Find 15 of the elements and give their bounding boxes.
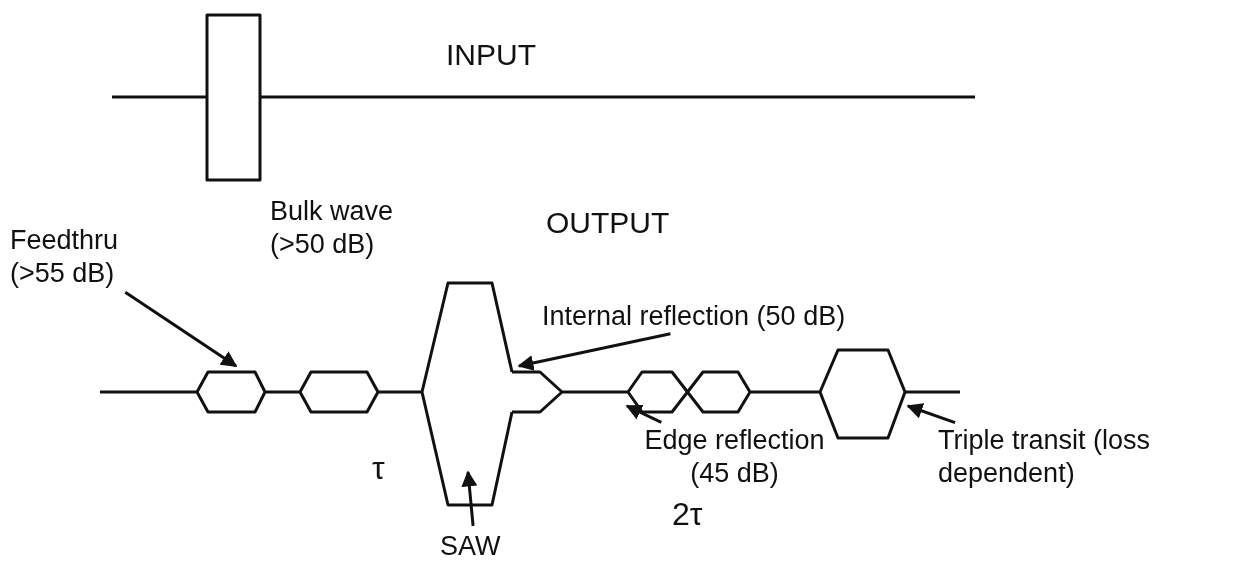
annotation-text: Edge reflection (45 dB)	[632, 424, 837, 490]
output-label: OUTPUT	[546, 206, 671, 239]
leader-arrow	[124, 290, 238, 368]
delay-symbol: 2τ	[672, 498, 704, 531]
leader-arrow	[461, 470, 478, 527]
bulk-wave-label: Bulk wave (>50 dB)	[270, 195, 395, 261]
leader-arrow	[625, 404, 662, 424]
leader-arrow	[517, 332, 671, 371]
input-label: INPUT	[446, 38, 537, 71]
annotation-text: SAW	[440, 530, 510, 563]
delay-symbol: τ	[372, 452, 386, 485]
annotation-text: Triple transit (loss dependent)	[938, 424, 1166, 490]
leader-arrow	[906, 403, 956, 425]
annotation-text: Internal reflection (50 dB)	[542, 300, 962, 333]
annotation-text: Feedthru (>55 dB)	[10, 224, 135, 290]
